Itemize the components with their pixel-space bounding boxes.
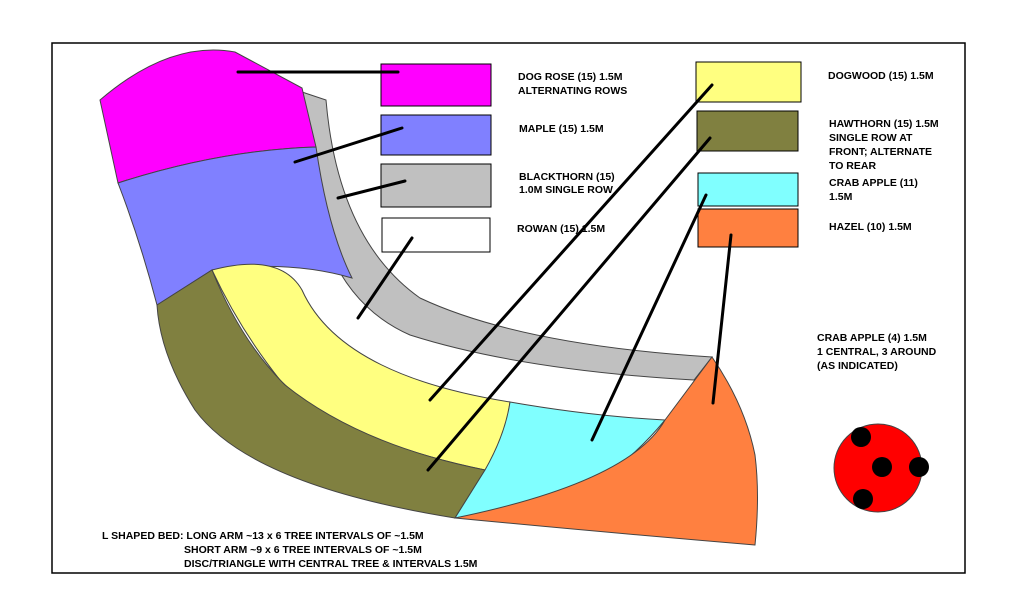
leader-dogwood xyxy=(428,83,714,402)
leader-rowan xyxy=(356,236,414,320)
swatch-crab-apple xyxy=(697,172,799,207)
footer-line-1: L SHAPED BED: LONG ARM ~13 x 6 TREE INTE… xyxy=(102,530,424,542)
tree-dot xyxy=(909,457,929,477)
label-rowan: ROWAN (15) 1.5M xyxy=(517,223,605,235)
label-maple: MAPLE (15) 1.5M xyxy=(519,123,604,135)
label-hazel: HAZEL (10) 1.5M xyxy=(829,221,912,233)
footer-line-2: SHORT ARM ~9 x 6 TREE INTERVALS OF ~1.5M xyxy=(184,544,422,556)
leader-hazel xyxy=(711,233,733,405)
footer-line-3: DISC/TRIANGLE WITH CENTRAL TREE & INTERV… xyxy=(184,558,478,570)
label-dogwood: DOGWOOD (15) 1.5M xyxy=(828,70,934,82)
swatch-dog-rose xyxy=(380,63,492,107)
leader-blackthorn xyxy=(336,179,407,200)
swatch-rowan xyxy=(381,217,491,253)
leader-maple xyxy=(293,126,404,164)
swatch-maple xyxy=(380,114,492,156)
region-hazel xyxy=(454,356,758,546)
swatch-blackthorn xyxy=(380,163,492,208)
leader-hawthorn xyxy=(426,136,712,472)
swatch-hazel xyxy=(697,208,799,248)
label-crab-apple: CRAB APPLE (11)1.5M xyxy=(829,177,918,203)
tree-dot xyxy=(853,489,873,509)
tree-dot xyxy=(851,427,871,447)
label-blackthorn: BLACKTHORN (15)1.0M SINGLE ROW xyxy=(519,171,615,196)
swatch-hawthorn xyxy=(696,110,799,152)
tree-dot-central xyxy=(872,457,892,477)
leader-crab-apple xyxy=(590,193,708,442)
swatch-dogwood xyxy=(695,61,802,103)
region-maple xyxy=(117,146,353,306)
